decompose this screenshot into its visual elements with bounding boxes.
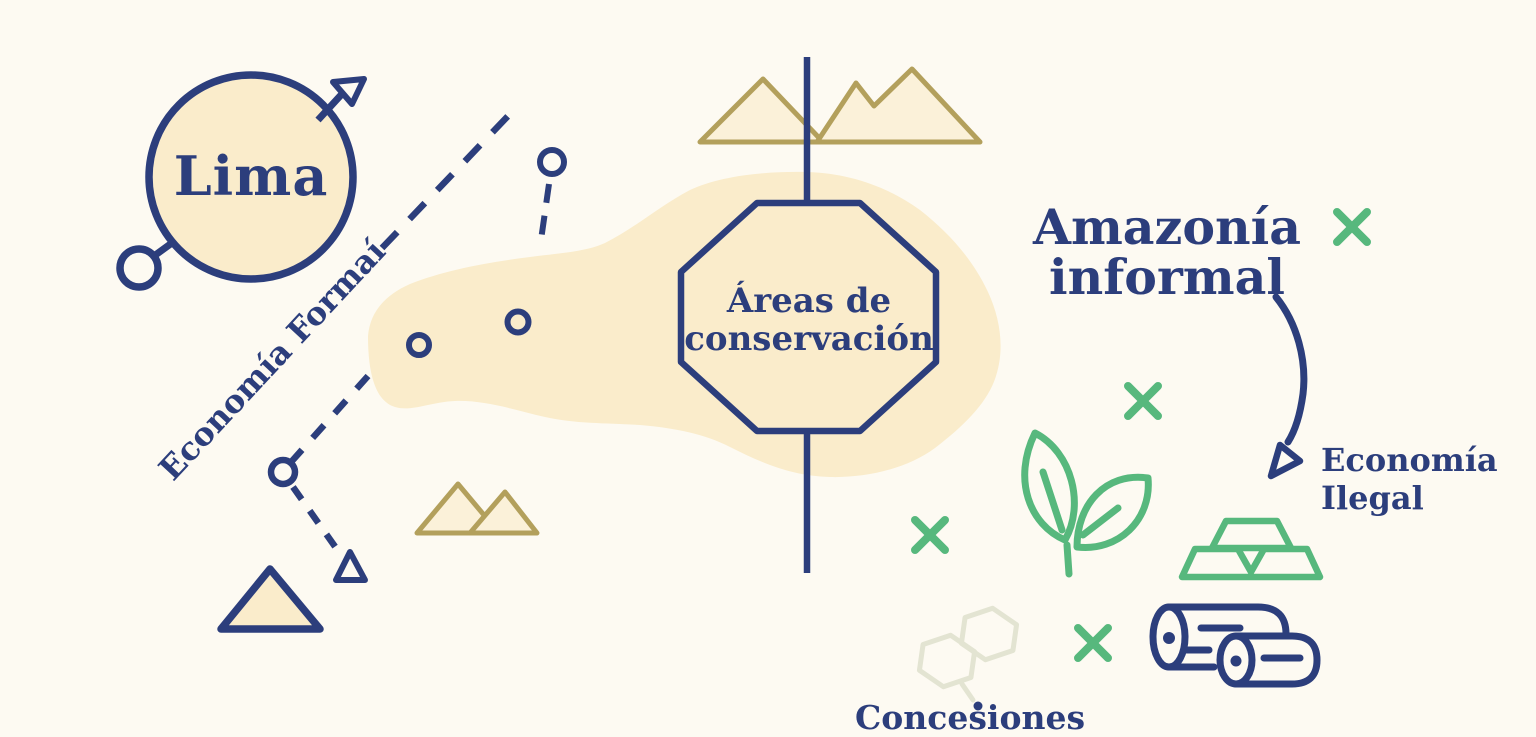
x-marker-top-right-icon	[1333, 208, 1371, 246]
conservation-octagon	[677, 199, 940, 435]
economia-ilegal-label: Economía Ilegal	[1321, 441, 1498, 517]
logs-icon	[1149, 603, 1321, 688]
x-marker-bottom-icon	[1074, 624, 1112, 662]
big-triangle-icon	[217, 565, 324, 633]
hexagon-dot	[973, 701, 983, 711]
economia-ilegal-line1: Economía	[1321, 441, 1498, 479]
amazonia-informal-label: Amazonía informal	[1033, 202, 1301, 302]
mountain-range-icon	[697, 66, 983, 145]
x-marker-left-icon	[911, 516, 949, 554]
zigzag-dashes-upper	[289, 373, 371, 464]
lima-arrow-shaft	[315, 92, 344, 123]
route-dashes-vertical	[537, 183, 552, 248]
formal-route-dashed-line	[379, 113, 511, 251]
x-markers	[911, 208, 1371, 662]
gold-bars-icon	[1178, 517, 1324, 581]
route-ring-a	[504, 308, 532, 336]
economia-ilegal-line2: Ilegal	[1321, 479, 1424, 517]
zigzag-dashes-lower	[290, 485, 339, 550]
lima-arrowhead-icon	[330, 76, 367, 107]
leaf-icon	[1021, 429, 1152, 578]
concesiones-label: Concesiones	[855, 698, 1086, 737]
concession-hexagons-icon	[916, 605, 1020, 703]
small-triangle-icon	[333, 549, 368, 583]
small-mountains-icon	[414, 481, 540, 536]
areas-line2: conservación	[684, 319, 934, 359]
lima-satellite-ring	[116, 245, 162, 291]
areas-conservacion-label: Áreas de conservación	[684, 282, 934, 358]
x-marker-mid-icon	[1124, 382, 1162, 420]
flow-arrow-icon	[1267, 293, 1308, 480]
route-ring-b	[406, 332, 432, 358]
areas-line1: Áreas de	[726, 281, 892, 321]
lima-label: Lima	[173, 144, 329, 208]
amazonia-line2: informal	[1048, 248, 1286, 306]
route-ring-top	[537, 147, 567, 177]
amazonia-line1: Amazonía	[1032, 198, 1302, 256]
lima-node-icon	[116, 71, 367, 291]
route-ring-c	[267, 456, 299, 488]
lima-circle	[145, 71, 357, 283]
